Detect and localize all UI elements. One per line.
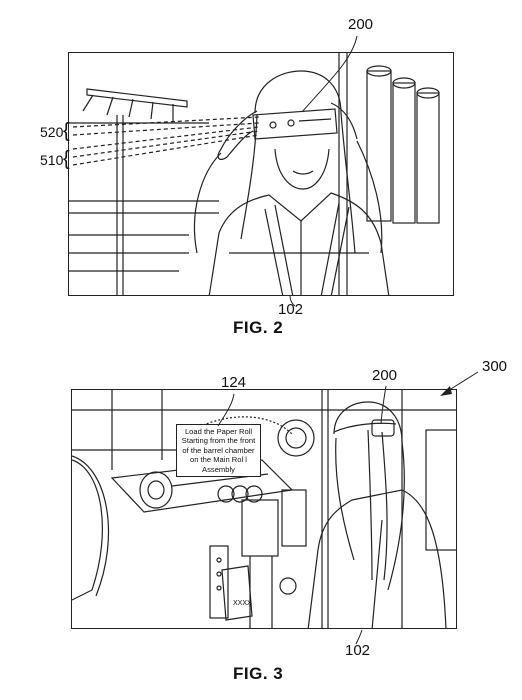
fig2-brace-upper: { xyxy=(63,120,70,142)
fig2-brace-lower: { xyxy=(63,148,70,170)
fig2-caption: FIG. 2 xyxy=(233,318,284,337)
fig2-illustration-frame xyxy=(68,52,454,296)
fig2-drawing xyxy=(69,53,440,295)
fig3-illustration-frame xyxy=(71,389,457,629)
fig2-ref-headset: 200 xyxy=(348,16,374,33)
fig2-ref-beam-lower: 510 xyxy=(40,152,64,168)
component-tag: XXXX xyxy=(233,600,252,607)
fig3-ref-system: 300 xyxy=(482,358,508,375)
fig3-drawing xyxy=(72,390,456,628)
fig3-ref-user: 102 xyxy=(345,642,371,659)
arrow-head-icon xyxy=(440,386,452,396)
fig3-caption: FIG. 3 xyxy=(233,664,284,683)
fig2-ref-beam-upper: 520 xyxy=(40,124,64,140)
fig3-ref-display-text: 124 xyxy=(221,374,247,391)
fig2-ref-user: 102 xyxy=(278,301,304,318)
instruction-overlay-text: Load the Paper Roll Starting from the fr… xyxy=(176,424,261,478)
fig3-ref-headset: 200 xyxy=(372,367,398,384)
